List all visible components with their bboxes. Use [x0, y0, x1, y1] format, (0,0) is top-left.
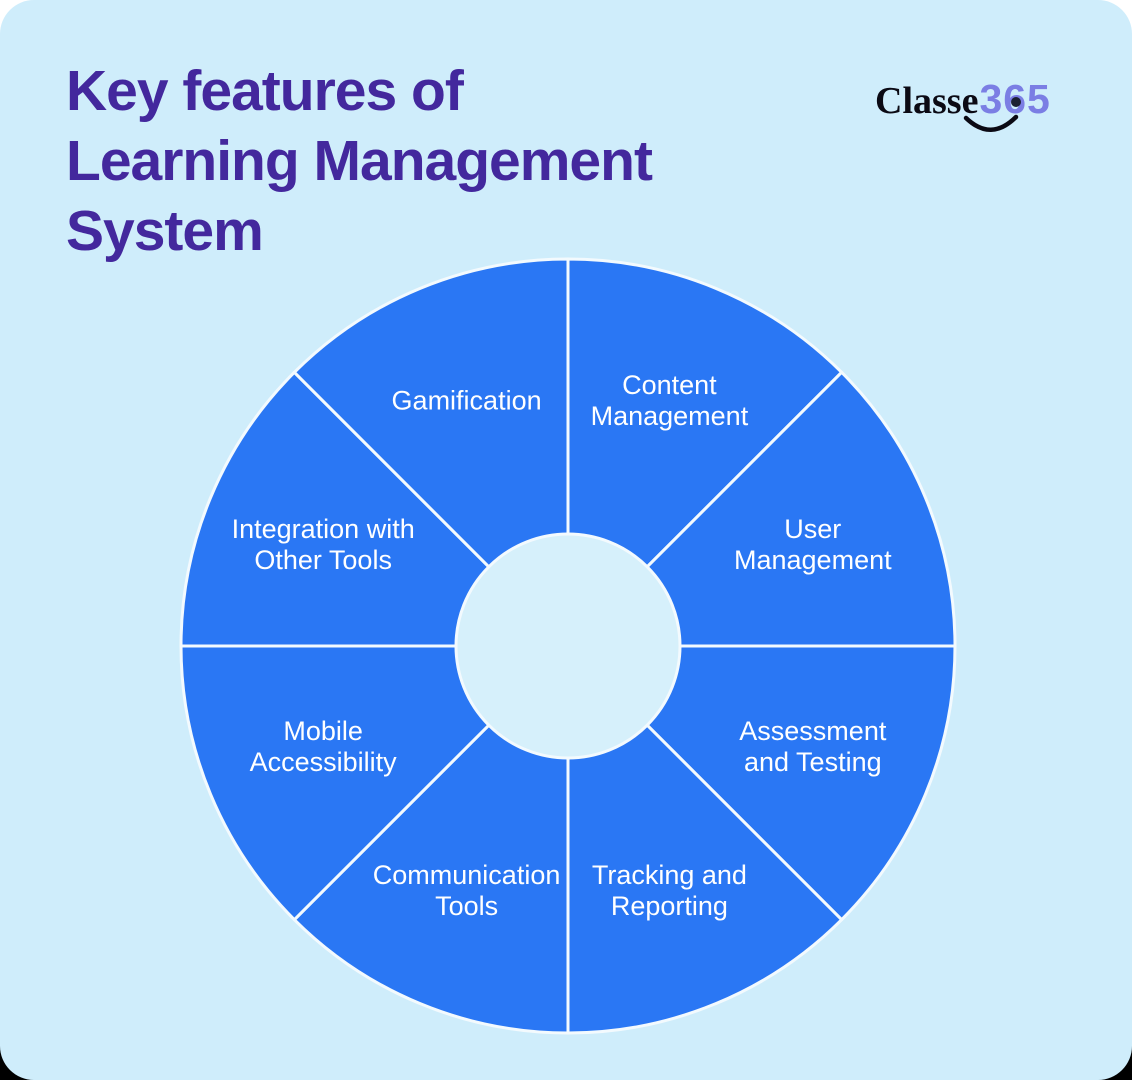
- logo-wordmark: Classe: [875, 80, 979, 122]
- wheel-segment: [179, 370, 570, 648]
- page-title-line-2: Learning Management: [66, 129, 653, 193]
- wheel-center-hole: [454, 532, 682, 760]
- wheel-segment: [566, 257, 844, 648]
- classe365-logo: Classe 365: [875, 76, 1051, 132]
- page-title-line-3: System: [66, 199, 264, 263]
- smile-icon: [963, 114, 1019, 132]
- wheel-segment: [292, 644, 570, 1035]
- wheel-segment: [179, 644, 570, 922]
- wheel-segment: [292, 257, 570, 648]
- page-title: Key features of Learning Management Syst…: [66, 56, 653, 266]
- wheel-segment: [566, 644, 844, 1035]
- logo-365: 365: [979, 76, 1050, 123]
- wheel-segment: [566, 370, 957, 648]
- logo-six-dot: [1011, 97, 1022, 108]
- wheel-segment: [566, 644, 957, 922]
- page-title-line-1: Key features of: [66, 59, 464, 123]
